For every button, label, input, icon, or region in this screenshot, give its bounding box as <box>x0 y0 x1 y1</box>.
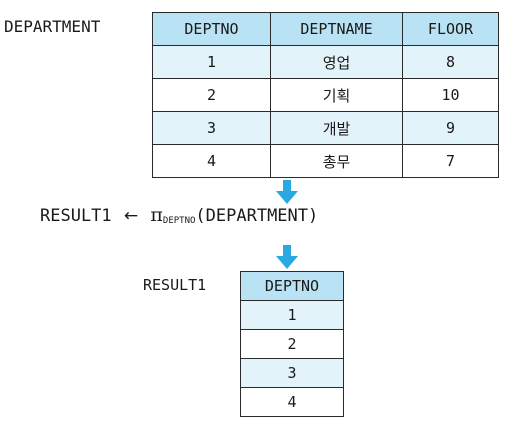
cell-deptname: 영업 <box>270 45 403 79</box>
table-row: 1 <box>240 300 344 330</box>
table-row: 3 개발 9 <box>152 111 499 145</box>
cell-deptno: 3 <box>240 358 344 388</box>
cell-floor: 7 <box>402 144 499 178</box>
projection-subscript: DEPTNO <box>162 216 196 226</box>
cell-deptno: 2 <box>240 329 344 359</box>
table-row: 4 <box>240 387 344 417</box>
projection-operator: π <box>150 204 163 226</box>
cell-deptno: 3 <box>152 111 271 145</box>
assign-arrow-icon: ← <box>123 206 139 226</box>
down-arrow-icon <box>276 180 298 204</box>
table-row: 3 <box>240 358 344 388</box>
header-deptno: DEPTNO <box>240 271 344 301</box>
result-relation-label: RESULT1 <box>143 276 207 294</box>
cell-deptno: 4 <box>240 387 344 417</box>
result-table: DEPTNO 1 2 3 4 <box>240 271 344 417</box>
table-row: 2 기획 10 <box>152 78 499 112</box>
down-arrow-icon <box>276 245 298 269</box>
cell-deptno: 1 <box>152 45 271 79</box>
cell-deptname: 개발 <box>270 111 403 145</box>
cell-floor: 10 <box>402 78 499 112</box>
cell-deptno: 2 <box>152 78 271 112</box>
cell-floor: 9 <box>402 111 499 145</box>
table-row: 2 <box>240 329 344 359</box>
cell-deptname: 기획 <box>270 78 403 112</box>
header-deptname: DEPTNAME <box>270 12 403 46</box>
cell-deptname: 총무 <box>270 144 403 178</box>
cell-deptno: 1 <box>240 300 344 330</box>
department-table: DEPTNO DEPTNAME FLOOR 1 영업 8 2 기획 10 3 개… <box>152 12 499 178</box>
cell-floor: 8 <box>402 45 499 79</box>
department-relation-label: DEPARTMENT <box>4 17 101 36</box>
projection-argument: (DEPARTMENT) <box>195 206 319 226</box>
header-deptno: DEPTNO <box>152 12 271 46</box>
projection-expression: RESULT1 ← πDEPTNO(DEPARTMENT) <box>40 204 318 226</box>
header-floor: FLOOR <box>402 12 499 46</box>
table-row: 1 영업 8 <box>152 45 499 79</box>
result-header-row: DEPTNO <box>240 271 344 301</box>
department-header-row: DEPTNO DEPTNAME FLOOR <box>152 12 499 46</box>
table-row: 4 총무 7 <box>152 144 499 178</box>
cell-deptno: 4 <box>152 144 271 178</box>
expression-result-name: RESULT1 <box>40 206 112 226</box>
